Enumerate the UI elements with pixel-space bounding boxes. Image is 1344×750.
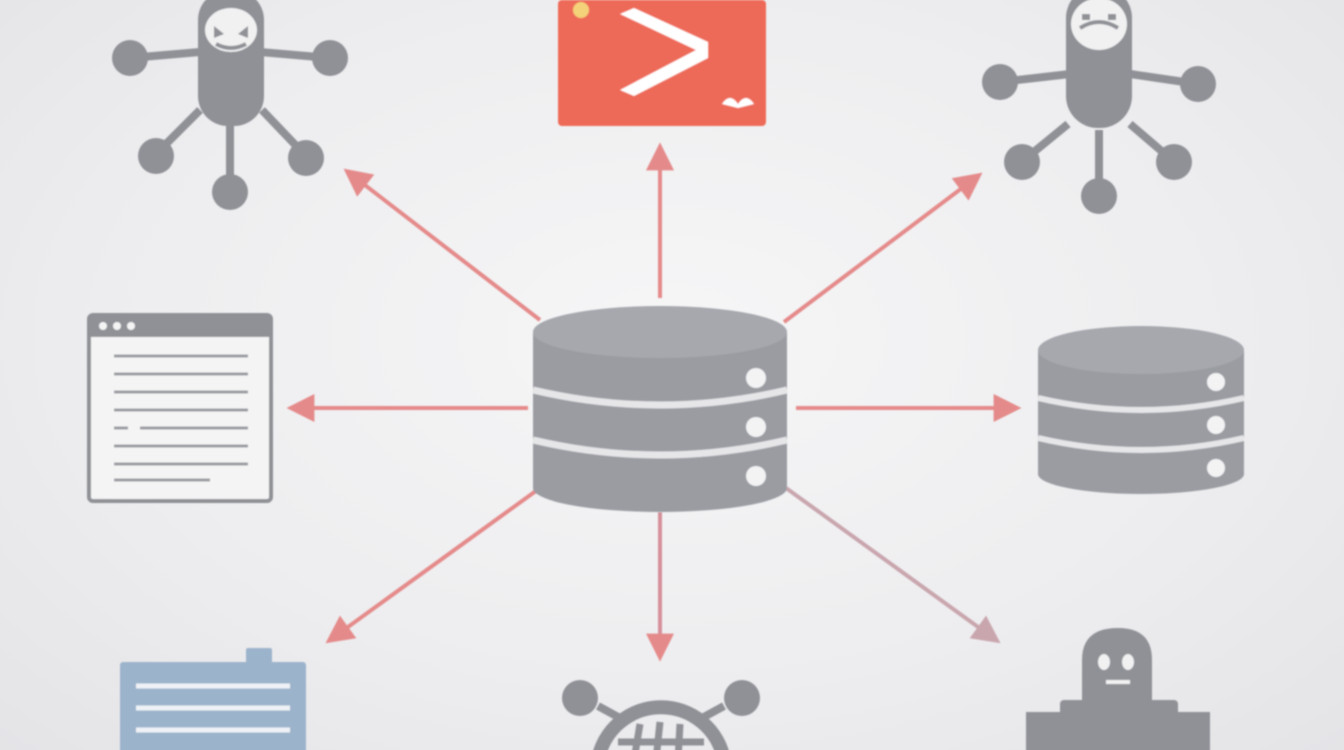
file-document-icon[interactable] xyxy=(120,648,306,750)
arrow-to-hacker xyxy=(784,486,1001,644)
globe-network-icon[interactable] xyxy=(562,680,760,750)
hub-indicator-2 xyxy=(746,417,766,437)
hub-indicator-1 xyxy=(746,368,766,388)
robot-network-icon[interactable] xyxy=(982,0,1216,214)
arrow-to-document xyxy=(325,486,542,644)
browser-window-document-icon[interactable] xyxy=(87,313,273,503)
arrows xyxy=(286,142,1022,662)
terminal-prompt-icon[interactable] xyxy=(558,0,766,126)
masked-hacker-icon[interactable] xyxy=(1026,628,1210,750)
arrow-to-bot xyxy=(782,172,983,324)
arrow-to-malicious-bot xyxy=(343,168,542,322)
evil-robot-network-icon[interactable] xyxy=(112,0,348,210)
hub-database-icon[interactable] xyxy=(532,306,788,512)
replica-database-icon[interactable] xyxy=(1037,326,1245,494)
hub-indicator-3 xyxy=(746,466,766,486)
